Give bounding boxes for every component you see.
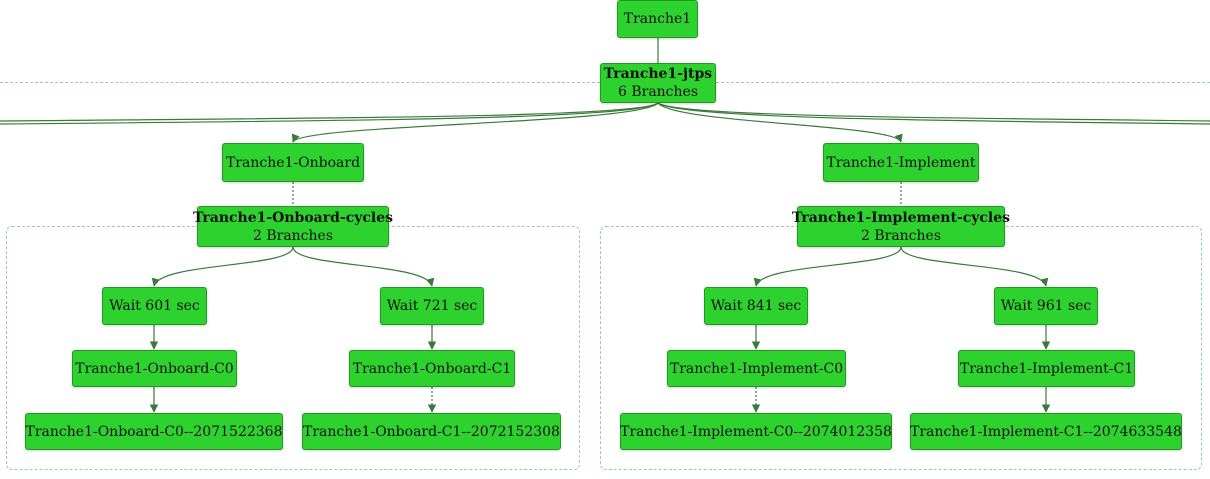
group-boundary-left <box>0 82 600 83</box>
node-tranche1-onboard[interactable]: Tranche1-Onboard <box>222 143 364 182</box>
node-label: Tranche1-Implement-C1 <box>959 360 1134 377</box>
node-tranche1-jtps[interactable]: Tranche1-jtps 6 Branches <box>600 63 716 103</box>
node-tranche1-onboard-c1-run[interactable]: Tranche1-Onboard-C1--2072152308 <box>302 413 561 450</box>
node-label: Tranche1-Implement <box>826 154 976 171</box>
node-label: Tranche1-Implement-C0--2074012358 <box>620 423 892 440</box>
node-label: Tranche1-jtps <box>603 66 713 82</box>
node-tranche1-implement-c1-run[interactable]: Tranche1-Implement-C1--2074633548 <box>910 413 1182 450</box>
edge-jtps-offscreen-right-1 <box>657 102 1210 122</box>
node-branch-count: 2 Branches <box>860 227 942 244</box>
edge-jtps-offscreen-left-2 <box>0 102 659 125</box>
edge-implementcycles-wait961 <box>900 246 1049 287</box>
node-label: Wait 841 sec <box>710 298 802 314</box>
edge-onboardcycles-wait601 <box>151 246 294 287</box>
node-label: Wait 961 sec <box>1000 298 1092 314</box>
node-label: Tranche1-Onboard <box>225 154 361 171</box>
edge-jtps-onboard <box>291 102 659 143</box>
edge-implementcycles-wait841 <box>753 246 902 287</box>
node-tranche1[interactable]: Tranche1 <box>617 0 698 38</box>
node-label: Tranche1-Onboard-C1--2072152308 <box>303 423 560 440</box>
node-wait-961[interactable]: Wait 961 sec <box>994 287 1098 325</box>
node-label: Tranche1-Onboard-C0--2071522368 <box>25 423 283 440</box>
node-tranche1-implement-c1[interactable]: Tranche1-Implement-C1 <box>958 350 1135 387</box>
node-wait-601[interactable]: Wait 601 sec <box>102 287 207 325</box>
node-tranche1-onboard-c0[interactable]: Tranche1-Onboard-C0 <box>72 350 237 387</box>
node-label: Tranche1-Onboard-C0 <box>75 360 234 377</box>
edge-onboardcycles-wait721 <box>292 246 435 287</box>
edge-jtps-offscreen-left-1 <box>0 102 659 122</box>
node-wait-841[interactable]: Wait 841 sec <box>704 287 808 325</box>
node-tranche1-implement-c0-run[interactable]: Tranche1-Implement-C0--2074012358 <box>620 413 892 450</box>
node-label: Tranche1 <box>623 11 692 27</box>
group-boundary-right <box>716 82 1210 83</box>
node-label: Tranche1-Implement-cycles <box>791 209 1011 226</box>
node-tranche1-implement[interactable]: Tranche1-Implement <box>823 143 979 182</box>
node-wait-721[interactable]: Wait 721 sec <box>380 287 484 325</box>
node-label: Tranche1-Implement-C0 <box>669 360 844 377</box>
node-label: Tranche1-Onboard-C1 <box>352 360 512 377</box>
node-tranche1-onboard-c0-run[interactable]: Tranche1-Onboard-C0--2071522368 <box>25 413 283 450</box>
edge-jtps-implement <box>657 102 903 143</box>
node-label: Tranche1-Onboard-cycles <box>192 209 394 226</box>
node-tranche1-onboard-c1[interactable]: Tranche1-Onboard-C1 <box>349 350 515 387</box>
node-tranche1-onboard-cycles[interactable]: Tranche1-Onboard-cycles 2 Branches <box>193 206 393 247</box>
node-branch-count: 2 Branches <box>252 227 334 244</box>
edge-jtps-offscreen-right-2 <box>657 102 1210 125</box>
node-tranche1-implement-cycles[interactable]: Tranche1-Implement-cycles 2 Branches <box>792 206 1010 247</box>
node-label: Wait 721 sec <box>386 298 478 314</box>
node-branch-count: 6 Branches <box>617 84 699 100</box>
node-label: Tranche1-Implement-C1--2074633548 <box>910 423 1182 440</box>
node-label: Wait 601 sec <box>109 298 200 314</box>
node-tranche1-implement-c0[interactable]: Tranche1-Implement-C0 <box>667 350 846 387</box>
